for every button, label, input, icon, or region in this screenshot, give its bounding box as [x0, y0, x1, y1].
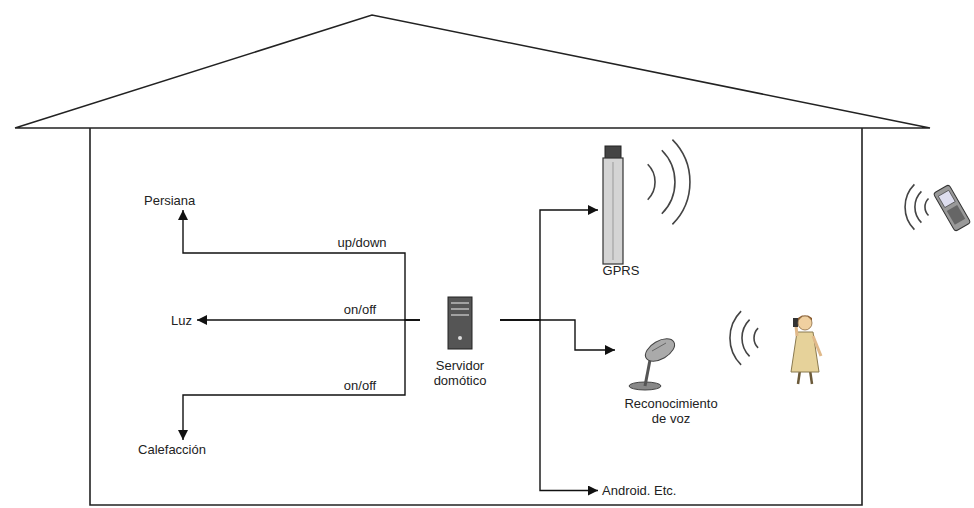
wave-arc	[662, 150, 675, 214]
wave-arc	[925, 199, 929, 216]
house-walls	[90, 128, 862, 505]
server-icon	[448, 297, 472, 349]
microphone-icon	[629, 334, 678, 390]
device-node: Android. Etc.	[598, 481, 680, 500]
phone-body	[933, 184, 971, 231]
server-led	[458, 336, 462, 340]
device-node: Servidor domótico	[420, 294, 500, 390]
device-node: Persiana	[140, 191, 199, 210]
signal-connector	[500, 320, 615, 350]
antenna-waves	[648, 140, 690, 225]
device-node: GPRS	[598, 146, 644, 280]
antenna-line	[613, 162, 614, 260]
person-arm	[796, 326, 797, 336]
wave-arc	[754, 328, 758, 348]
signal-connector	[183, 210, 420, 320]
phone-waves	[905, 184, 928, 229]
mobile-phone	[933, 184, 971, 231]
wave-arc	[672, 140, 690, 225]
mic-grill	[652, 343, 666, 351]
mic-head	[642, 334, 679, 366]
server-body	[448, 297, 472, 349]
device-label: Persiana	[144, 193, 195, 208]
device-label: GPRS	[603, 263, 640, 278]
signal-connector	[197, 319, 420, 320]
device-node: Luz	[166, 311, 197, 330]
server-slot	[451, 308, 469, 310]
signal-connector	[500, 320, 598, 491]
device-label: Reconocimiento de voz	[619, 396, 723, 426]
server-slot	[451, 314, 469, 316]
wave-arc	[648, 164, 655, 199]
wave-arc	[915, 191, 921, 222]
signal-connector	[183, 320, 420, 440]
mic-stem	[645, 360, 650, 386]
person-figure	[791, 315, 821, 384]
person-arm	[813, 336, 821, 356]
antenna-icon	[603, 146, 623, 264]
signal-label: on/off	[342, 303, 378, 317]
signal-label: on/off	[342, 379, 378, 393]
person-head	[798, 316, 812, 330]
signal-connector	[500, 210, 598, 320]
server-slot	[451, 302, 469, 304]
device-label: Luz	[171, 313, 192, 328]
antenna-mast	[603, 158, 623, 264]
device-label: Android. Etc.	[602, 483, 676, 498]
phone-screen	[938, 190, 955, 207]
house-roof	[15, 15, 930, 128]
device-label: Servidor domótico	[424, 358, 496, 388]
voice-waves	[730, 311, 758, 365]
wave-arc	[742, 320, 750, 357]
person-phone	[793, 318, 798, 327]
phone-keypad	[947, 205, 965, 225]
wave-arc	[905, 184, 914, 229]
wave-arc	[730, 311, 741, 365]
device-label: Calefacción	[138, 442, 206, 457]
person-hair	[798, 315, 812, 321]
device-node: Calefacción	[133, 440, 211, 459]
device-node: Reconocimiento de voz	[615, 333, 727, 428]
signal-label: up/down	[335, 236, 388, 250]
